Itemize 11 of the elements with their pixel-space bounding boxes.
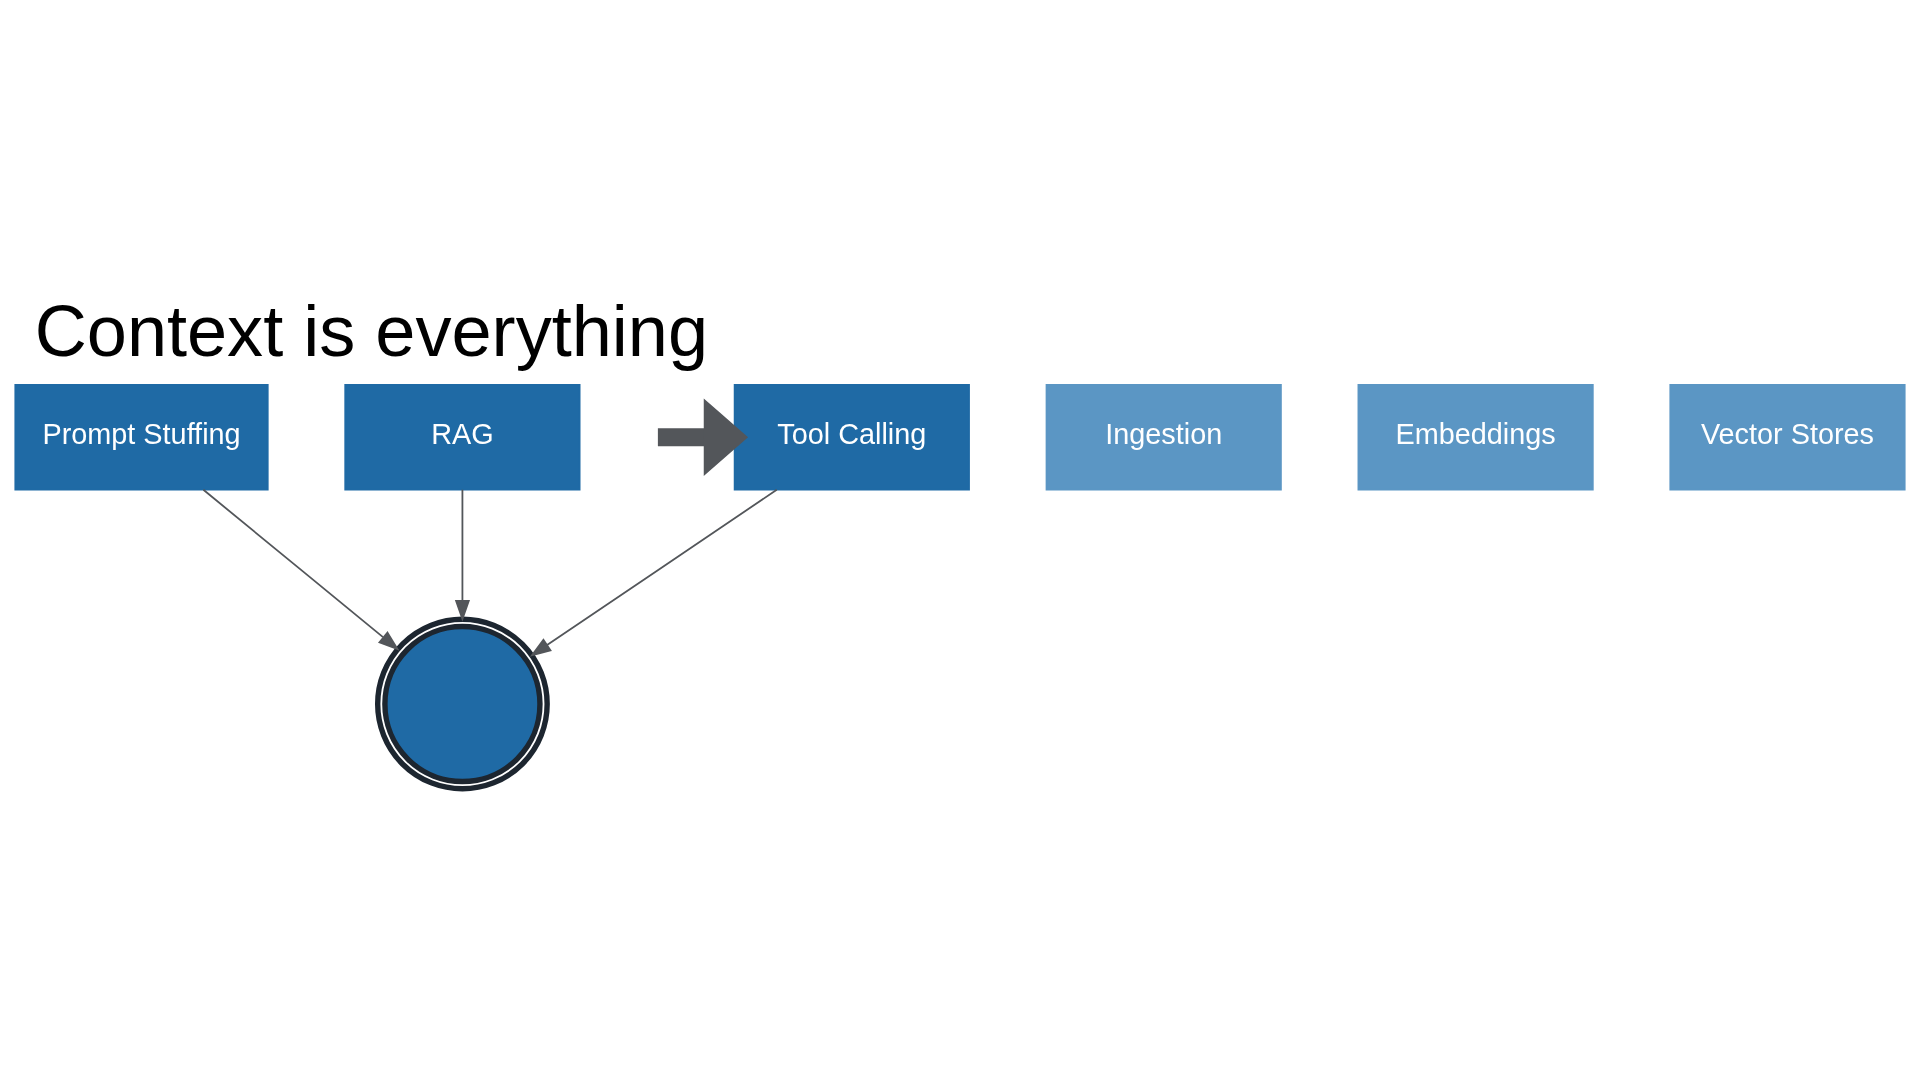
node-box: Vector Stores [1669, 384, 1906, 491]
node-box: Ingestion [1045, 384, 1282, 491]
arrow [202, 488, 400, 651]
arrow [529, 488, 778, 657]
node-box: Tool Calling [733, 384, 970, 491]
node-box: RAG [344, 384, 581, 491]
node-box: Prompt Stuffing [14, 384, 269, 491]
node-box: Embeddings [1357, 384, 1594, 491]
diagram-title: Context is everything [34, 291, 709, 372]
arrow [454, 488, 470, 622]
arrow [657, 398, 749, 477]
